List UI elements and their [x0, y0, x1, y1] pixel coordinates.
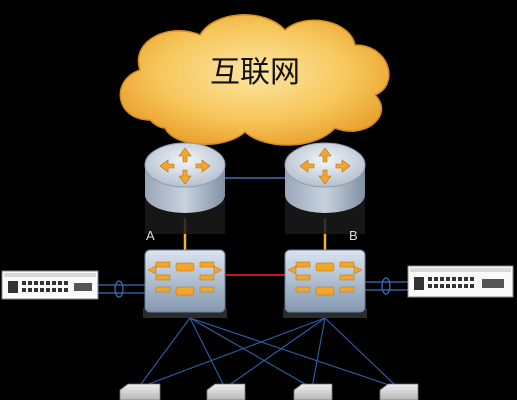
- router-icon: [299, 147, 351, 185]
- cloud-label: 互联网: [210, 55, 300, 90]
- left-rack-uplink: [98, 280, 145, 298]
- rack-switch-left: [1, 270, 99, 300]
- router-icon: [159, 147, 211, 185]
- router-b: B: [284, 142, 366, 243]
- access-switch-2: [206, 383, 246, 400]
- core-switch-icon: [147, 261, 223, 296]
- access-switch-4: [379, 383, 419, 400]
- access-switch-3: [293, 383, 333, 400]
- access-switch-1: [119, 383, 161, 400]
- core-switch-b: [283, 249, 367, 318]
- router-b-label: B: [349, 228, 358, 243]
- rack-switch-icon: [414, 277, 504, 290]
- rack-switch-icon: [8, 281, 92, 293]
- access-mesh-links: [137, 317, 399, 389]
- router-a-label: A: [146, 228, 155, 243]
- rack-switch-right: [407, 265, 514, 298]
- core-switch-a: [143, 249, 227, 318]
- router-a: A: [144, 142, 226, 243]
- core-switch-icon: [287, 261, 363, 296]
- cloud-icon: 互联网: [119, 14, 390, 146]
- right-rack-uplink: [365, 277, 408, 295]
